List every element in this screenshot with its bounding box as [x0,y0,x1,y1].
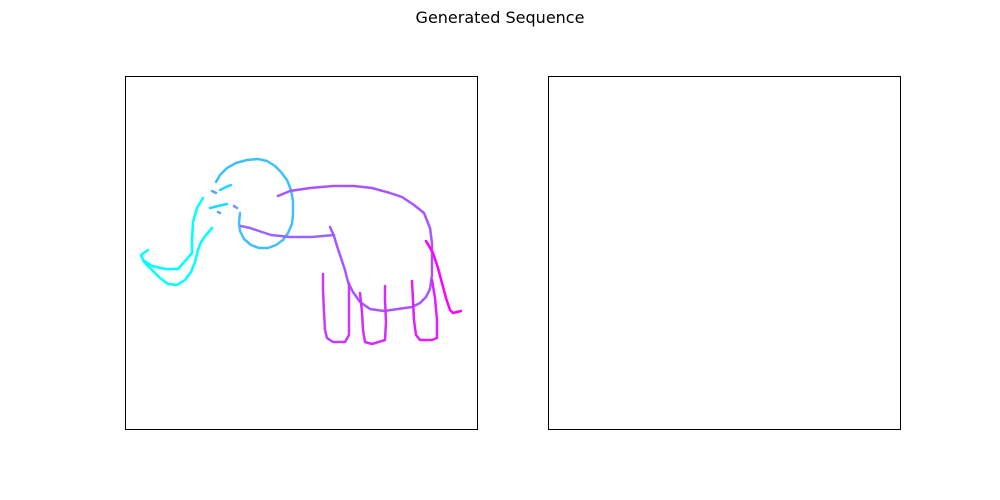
panel-frame [548,76,901,430]
sketch-stroke [216,210,222,215]
sketch-stroke [214,157,295,250]
sketch-stroke [239,224,336,239]
stroke-group [139,157,463,346]
sketch-panel-right [548,76,901,430]
panel-frame [125,76,478,430]
sketch-stroke [218,183,233,192]
sketch-stroke [210,189,218,195]
sketch-stroke [358,284,388,346]
sketch-panel-left [125,76,478,430]
figure-title: Generated Sequence [415,8,585,27]
sketch-stroke [141,196,205,271]
sketch-stroke [424,239,463,315]
sketch-stroke [139,226,214,287]
sketch-stroke [410,278,439,342]
sketch-stroke [232,204,239,210]
sketch-stroke [208,202,229,210]
sketch-stroke [276,184,434,313]
sketch-stroke [321,272,351,344]
